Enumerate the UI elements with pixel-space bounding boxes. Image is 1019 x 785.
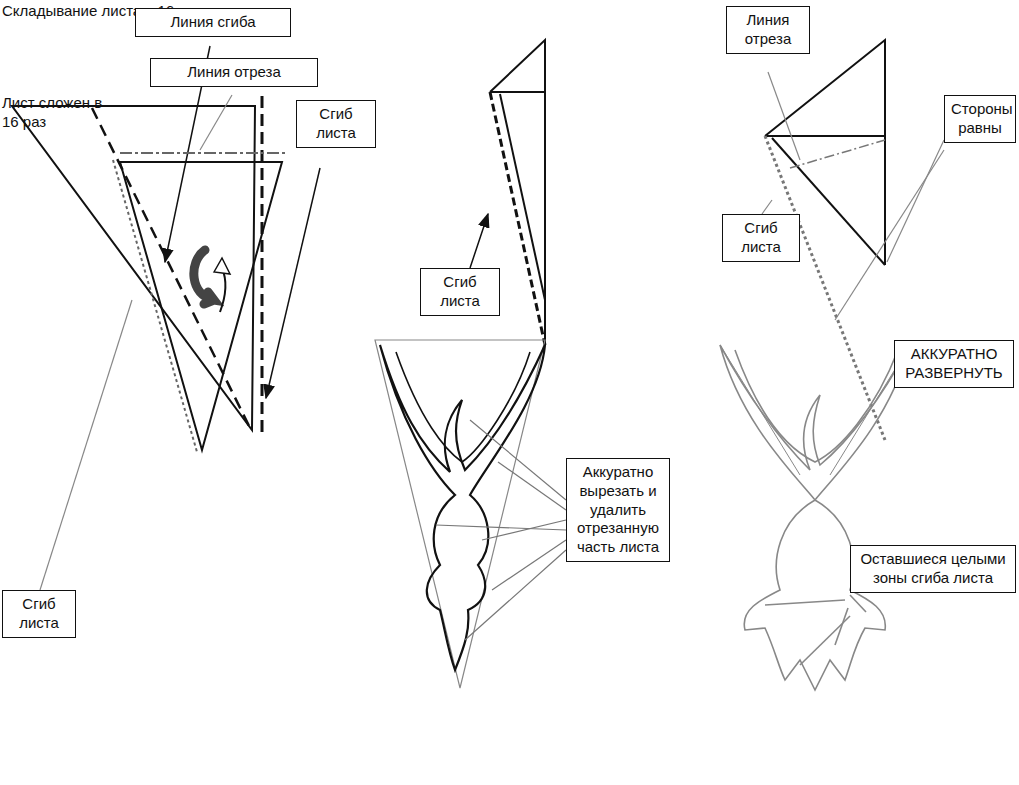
callout-text: Сгиб листа xyxy=(729,219,793,257)
callout-text: Линия отреза xyxy=(157,63,311,82)
callout-box: Линия отреза xyxy=(150,58,318,87)
callout-text: Стороны равны xyxy=(951,100,1009,138)
callout-box: Аккуратно вырезать и удалить отрезанную … xyxy=(566,458,670,562)
callout-box: Линия отреза xyxy=(726,6,810,54)
callout-box: Сгиб листа xyxy=(722,214,800,262)
callout-box: Сгиб листа xyxy=(296,100,376,148)
callout-text: Оставшиеся целыми зоны сгиба листа xyxy=(857,550,1009,588)
callout-text: Линия отреза xyxy=(733,11,803,49)
callout-text: Сгиб листа xyxy=(427,273,493,311)
callout-text: Линия сгиба xyxy=(142,13,284,32)
callout-box: Линия сгиба xyxy=(135,8,291,37)
callout-text: Аккуратно вырезать и удалить отрезанную … xyxy=(573,463,663,557)
callout-box: Стороны равны xyxy=(944,95,1016,143)
callout-text: Сгиб листа xyxy=(9,595,69,633)
callout-text: Сгиб листа xyxy=(303,105,369,143)
callout-box: Сгиб листа xyxy=(420,268,500,316)
callout-box: Сгиб листа xyxy=(2,590,76,638)
callout-text: АККУРАТНО РАЗВЕРНУТЬ xyxy=(901,345,1007,383)
callout-box: АККУРАТНО РАЗВЕРНУТЬ xyxy=(894,340,1014,388)
callout-box: Оставшиеся целыми зоны сгиба листа xyxy=(850,545,1016,593)
note-label: Лист сложен в 16 раз xyxy=(2,94,114,132)
